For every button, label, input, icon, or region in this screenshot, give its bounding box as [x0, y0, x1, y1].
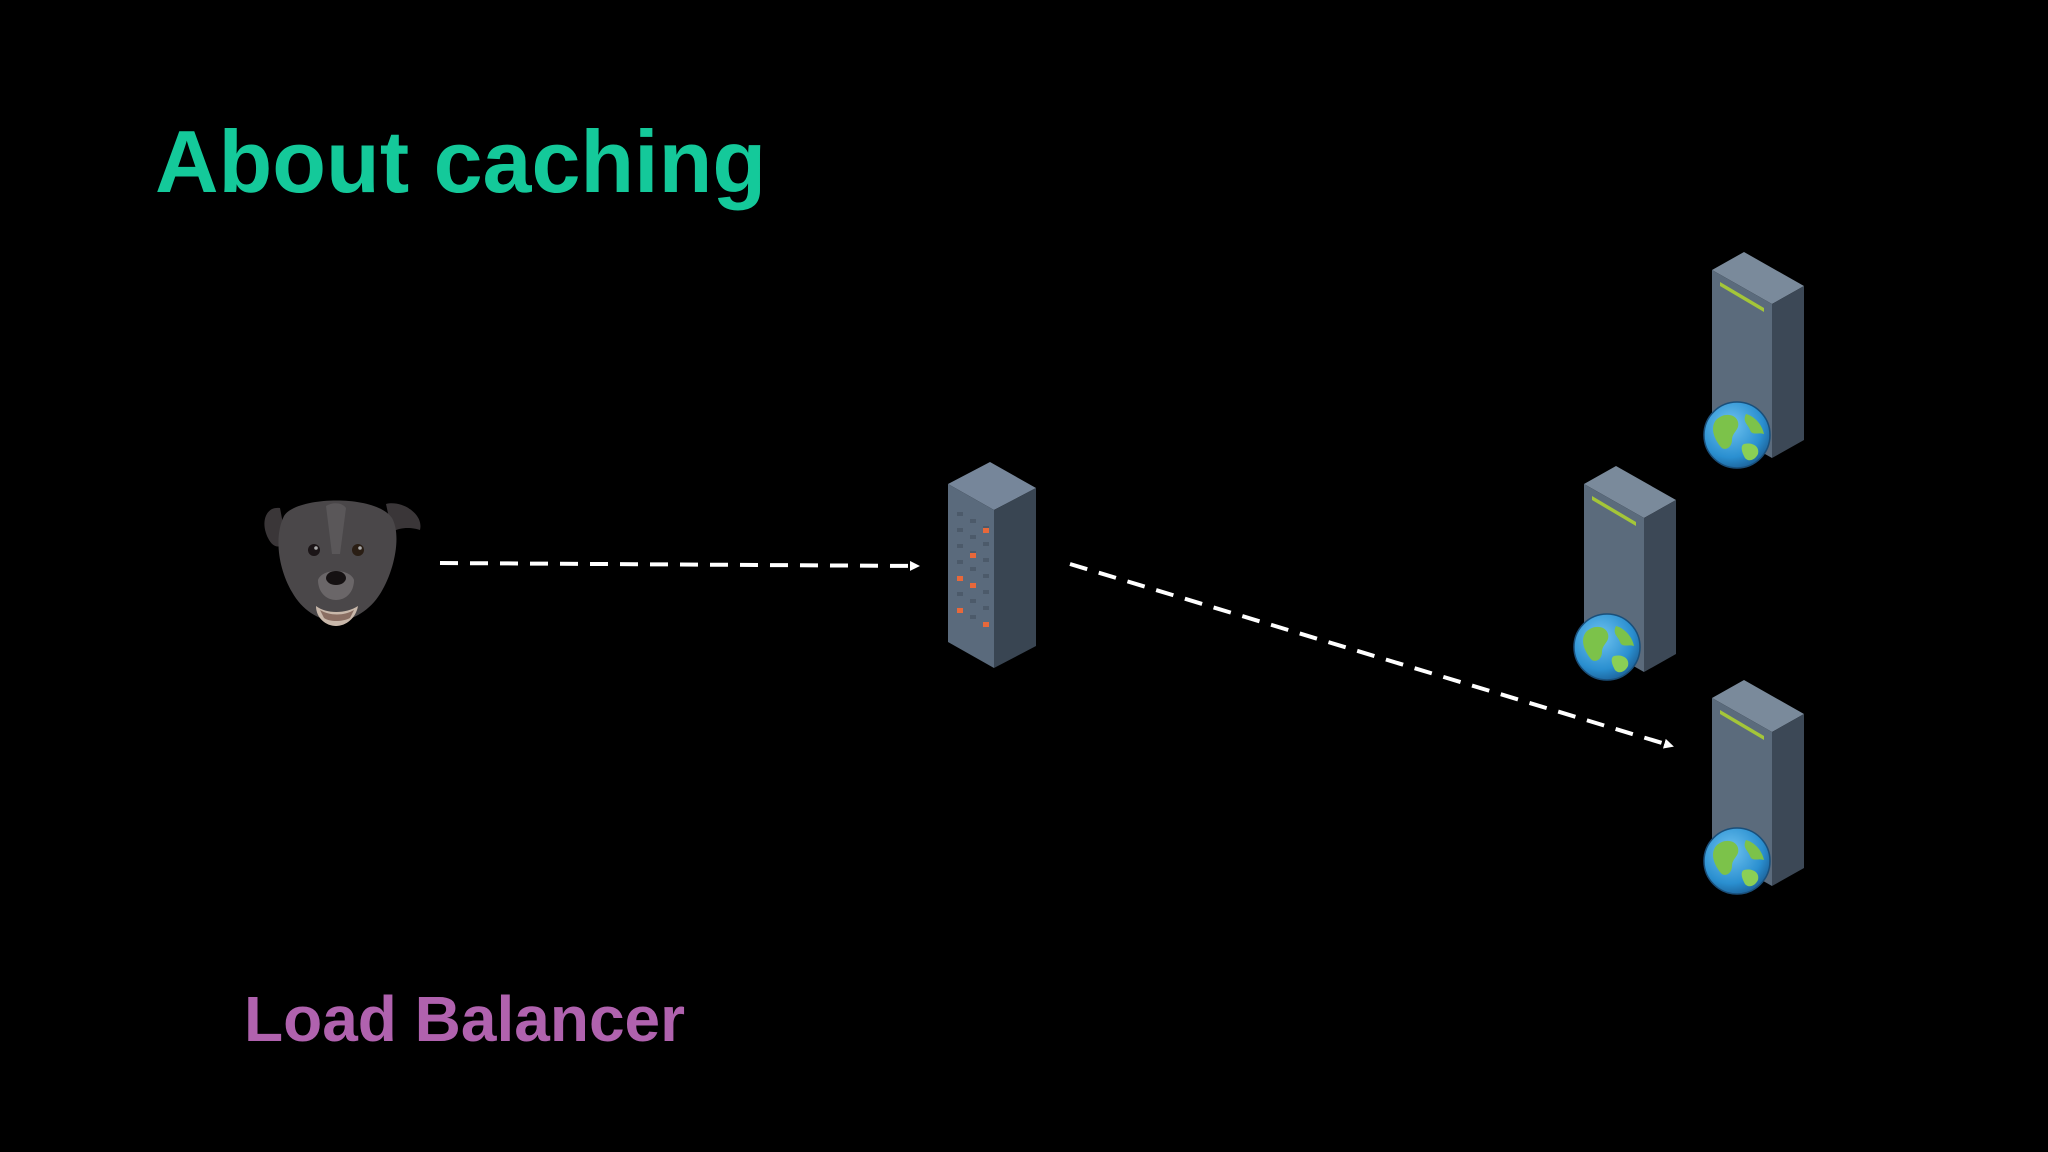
web-server-globe-icon — [1703, 252, 1804, 469]
slide-title: About caching — [155, 112, 767, 211]
server-rack-icon — [948, 462, 1036, 668]
dog-head-icon — [264, 500, 421, 626]
web-server-globe-icon — [1573, 466, 1676, 681]
web-server-globe-icon — [1703, 680, 1804, 895]
edge-load-balancer-to-web-server — [1069, 562, 1674, 749]
edge-client-to-load-balancer — [439, 560, 920, 571]
slide-caption: Load Balancer — [244, 983, 686, 1055]
